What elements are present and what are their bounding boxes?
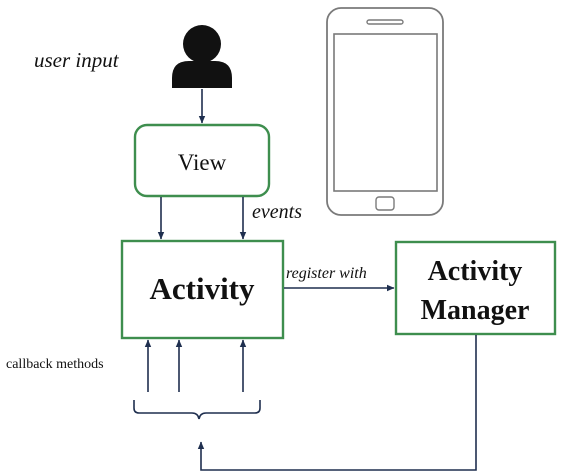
user-input-label: user input xyxy=(34,48,120,72)
callback-methods-label: callback methods xyxy=(6,357,104,372)
callback-bracket xyxy=(133,400,261,420)
activity-label: Activity xyxy=(149,271,255,306)
view-label: View xyxy=(178,150,227,175)
user-icon xyxy=(172,25,232,88)
smartphone-icon xyxy=(326,7,444,216)
activity-manager-box: Activity Manager xyxy=(394,240,557,336)
register-with-label: register with xyxy=(286,265,367,282)
events-label: events xyxy=(252,201,302,223)
activity-box: Activity xyxy=(120,239,285,340)
view-box: View xyxy=(133,123,271,198)
activity-manager-label-line1: Activity xyxy=(428,256,523,287)
manager-to-callbacks-arrow xyxy=(197,335,477,471)
activity-manager-label-line2: Manager xyxy=(421,295,530,326)
